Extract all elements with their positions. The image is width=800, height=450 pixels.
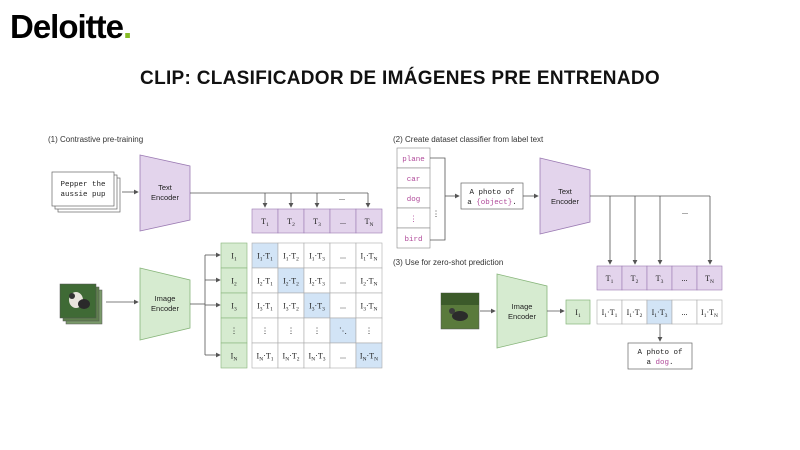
prediction-result: A photo of a dog. xyxy=(627,342,693,370)
matrix-cell: I1​·T2​ xyxy=(283,252,299,263)
svg-text:A photo of: A photo of xyxy=(469,189,515,197)
matrix-cell: I2​·T1​ xyxy=(257,277,273,288)
text-input-line1: Pepper the xyxy=(60,181,105,189)
zero-shot-score-cell: I1​·T3​ xyxy=(652,308,668,319)
prompt-template: A photo of a {object}. xyxy=(460,182,524,210)
class-label-list: plane car dog ⋮ bird xyxy=(396,147,431,249)
zero-shot-score-cell: ... xyxy=(682,308,688,317)
image-feature-cell: I3​ xyxy=(231,302,237,313)
zero-shot-text-feature-cell: ... xyxy=(682,274,688,283)
svg-text:Encoder: Encoder xyxy=(151,193,179,202)
panel2-label: (2) Create dataset classifier from label… xyxy=(393,135,544,144)
matrix-cell: I3​·T1​ xyxy=(257,302,273,313)
svg-text:Image: Image xyxy=(512,302,533,311)
matrix-cell: ⋱ xyxy=(339,327,347,336)
matrix-cell: I2​·TN​ xyxy=(361,277,378,288)
text-input-stack: Pepper the aussie pup xyxy=(51,171,121,213)
text-encoder-2: Text Encoder xyxy=(539,157,591,235)
image-feature-cell: I1​ xyxy=(231,252,237,263)
text-feature-cell: T3​ xyxy=(313,217,321,228)
zero-shot-text-feature-cell: T1​ xyxy=(606,274,614,285)
text-input-line2: aussie pup xyxy=(60,191,105,199)
svg-text:Image: Image xyxy=(155,294,176,303)
text-feature-cell: T2​ xyxy=(287,217,295,228)
text-encoder-2-dots: ... xyxy=(682,207,688,216)
svg-text:Encoder: Encoder xyxy=(551,197,579,206)
matrix-cell: ... xyxy=(340,352,346,361)
class-label: car xyxy=(407,176,421,184)
svg-text:Encoder: Encoder xyxy=(508,312,536,321)
zero-shot-text-features-row: T1​ T2​ T3​... TN​ xyxy=(596,265,723,291)
panel3-label: (3) Use for zero-shot prediction xyxy=(393,258,503,267)
image-feature-cell: I2​ xyxy=(231,277,237,288)
matrix-cell: I1​·T3​ xyxy=(309,252,325,263)
svg-text:a dog.: a dog. xyxy=(646,359,673,367)
matrix-cell: I2​·T2​ xyxy=(283,277,299,288)
text-feature-cell: ... xyxy=(340,217,346,226)
slide-title: CLIP: CLASIFICADOR DE IMÁGENES PRE ENTRE… xyxy=(140,68,660,89)
image-feature-cell: ⋮ xyxy=(230,327,238,336)
text-features-row: T1​ T2​ T3​... TN​ xyxy=(251,208,383,234)
matrix-cell: I1​·T1​ xyxy=(257,252,273,263)
class-label: bird xyxy=(404,236,422,244)
zero-shot-image-feature-label: I1​ xyxy=(575,308,581,319)
zero-shot-scores-row: I1​·T1​ I1​·T2​ I1​·T3​... I1​·TN​ xyxy=(596,299,723,325)
matrix-cell: IN​·T1​ xyxy=(257,352,274,363)
matrix-cell: I3​·T3​ xyxy=(309,302,325,313)
svg-text:Text: Text xyxy=(158,183,173,192)
image-features-column: I1​ I2​ I3​ ⋮ IN​ xyxy=(220,242,248,369)
zero-shot-score-cell: I1​·TN​ xyxy=(701,308,718,319)
image-encoder-2: Image Encoder xyxy=(496,273,548,349)
matrix-cell: ⋮ xyxy=(287,327,295,336)
panel1-label: (1) Contrastive pre-training xyxy=(48,135,143,144)
matrix-cell: ⋮ xyxy=(261,327,269,336)
zero-shot-text-feature-cell: T2​ xyxy=(631,274,639,285)
zero-shot-image xyxy=(440,292,480,330)
image-feature-cell: IN​ xyxy=(231,352,238,363)
matrix-cell: ... xyxy=(340,302,346,311)
class-label: ⋮ xyxy=(410,216,418,224)
zero-shot-text-feature-cell: TN​ xyxy=(705,274,714,285)
matrix-cell: IN​·TN​ xyxy=(360,352,378,363)
matrix-cell: ... xyxy=(340,252,346,261)
svg-text:Encoder: Encoder xyxy=(151,304,179,313)
matrix-cell: I2​·T3​ xyxy=(309,277,325,288)
matrix-cell: IN​·T2​ xyxy=(283,352,300,363)
text-feature-cell: TN​ xyxy=(365,217,374,228)
image-input-stack xyxy=(59,283,103,325)
zero-shot-score-cell: I1​·T2​ xyxy=(627,308,643,319)
matrix-cell: I3​·TN​ xyxy=(361,302,378,313)
class-label: plane xyxy=(402,156,425,164)
matrix-cell: IN​·T3​ xyxy=(309,352,326,363)
similarity-matrix: I1​·T1​ I1​·T2​ I1​·T3​... I1​·TN​ I2​·T1​ I2… xyxy=(251,242,383,369)
svg-text:A photo of: A photo of xyxy=(637,349,683,357)
zero-shot-text-feature-cell: T3​ xyxy=(656,274,664,285)
matrix-cell: ⋮ xyxy=(313,327,321,336)
svg-text:a {object}.: a {object}. xyxy=(467,199,517,207)
zero-shot-score-cell: I1​·T1​ xyxy=(602,308,618,319)
image-encoder-1: Image Encoder xyxy=(139,267,191,341)
text-feature-cell: T1​ xyxy=(261,217,269,228)
label-list-dots: ⋮ xyxy=(432,211,440,219)
text-encoder-1: Text Encoder xyxy=(139,154,191,232)
svg-text:Text: Text xyxy=(558,187,573,196)
matrix-cell: ... xyxy=(340,277,346,286)
zero-shot-image-feature xyxy=(565,299,591,325)
matrix-cell: ⋮ xyxy=(365,327,373,336)
class-label: dog xyxy=(407,196,421,204)
matrix-cell: I1​·TN​ xyxy=(361,252,378,263)
text-encoder-dots: ... xyxy=(339,193,345,202)
deloitte-logo: Deloitte. xyxy=(10,8,132,45)
matrix-cell: I3​·T2​ xyxy=(283,302,299,313)
